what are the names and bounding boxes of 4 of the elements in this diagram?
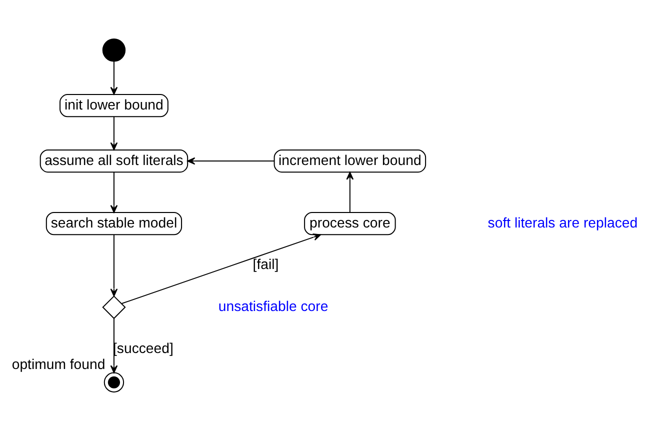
node-label: optimum found [12, 356, 106, 372]
label: soft literals are replaced [488, 214, 638, 230]
label: unsatisfiable core [218, 298, 328, 314]
edge-label: [fail] [252, 256, 279, 272]
